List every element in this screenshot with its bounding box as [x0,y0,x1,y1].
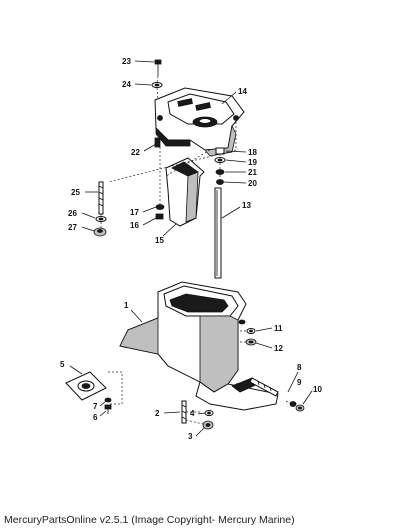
callout-3[interactable]: 3 [188,432,193,441]
callout-23[interactable]: 23 [122,57,131,66]
part-27-nut[interactable] [93,227,107,237]
callout-2[interactable]: 2 [155,409,160,418]
copyright-footer: MercuryPartsOnline v2.5.1 (Image Copyrig… [4,514,295,526]
leader-lines [69,60,313,437]
part-5-cover-plate[interactable] [65,371,107,401]
exploded-parts-diagram: 23 24 14 22 18 19 21 20 13 25 17 26 16 2… [60,57,322,441]
part-23-bolt[interactable] [154,59,162,76]
callout-17[interactable]: 17 [130,208,139,217]
callout-12[interactable]: 12 [274,344,283,353]
part-25-stud[interactable] [98,181,104,215]
callout-11[interactable]: 11 [274,324,283,333]
callout-19[interactable]: 19 [248,158,257,167]
callout-22[interactable]: 22 [131,148,140,157]
assembly-lines [100,75,291,425]
part-24-washer[interactable] [151,82,163,88]
part-22-dowel-pin[interactable] [154,137,161,148]
callout-18[interactable]: 18 [248,148,257,157]
part-3-nut[interactable] [202,420,214,430]
callout-6[interactable]: 6 [93,413,98,422]
callout-27[interactable]: 27 [68,223,77,232]
part-12-nut[interactable] [245,338,257,346]
part-4-washer[interactable] [204,410,214,416]
part-26-washer[interactable] [95,216,107,222]
part-11-washer[interactable] [246,328,256,334]
part-8-stud[interactable] [249,377,279,397]
callout-15[interactable]: 15 [155,236,164,245]
callout-5[interactable]: 5 [60,360,65,369]
part-21-seal[interactable] [215,169,225,175]
part-7-washer[interactable] [104,397,112,403]
part-15-exhaust-tube[interactable] [165,157,205,227]
part-1-driveshaft-housing[interactable] [119,281,279,411]
callout-20[interactable]: 20 [248,179,257,188]
callout-8[interactable]: 8 [297,363,302,372]
callout-4[interactable]: 4 [190,409,195,418]
part-17-washer[interactable] [155,204,165,210]
callout-7[interactable]: 7 [93,402,98,411]
part-2-stud[interactable] [181,400,187,424]
callout-labels: 23 24 14 22 18 19 21 20 13 25 17 26 16 2… [60,57,322,441]
callout-16[interactable]: 16 [130,221,139,230]
part-16-nut[interactable] [155,213,164,220]
part-20-bushing[interactable] [216,179,224,185]
callout-25[interactable]: 25 [71,188,80,197]
part-19-washer[interactable] [214,157,226,163]
callout-14[interactable]: 14 [238,87,247,96]
callout-21[interactable]: 21 [248,168,257,177]
callout-10[interactable]: 10 [313,385,322,394]
part-14-adapter-plate[interactable] [154,87,245,157]
callout-26[interactable]: 26 [68,209,77,218]
callout-1[interactable]: 1 [124,301,129,310]
part-10-nut[interactable] [295,404,305,412]
part-9-washer[interactable] [289,401,297,407]
part-6-screw[interactable] [104,404,112,414]
callout-13[interactable]: 13 [242,201,251,210]
callout-24[interactable]: 24 [122,80,131,89]
callout-9[interactable]: 9 [297,378,302,387]
part-13-driveshaft[interactable] [214,187,222,279]
